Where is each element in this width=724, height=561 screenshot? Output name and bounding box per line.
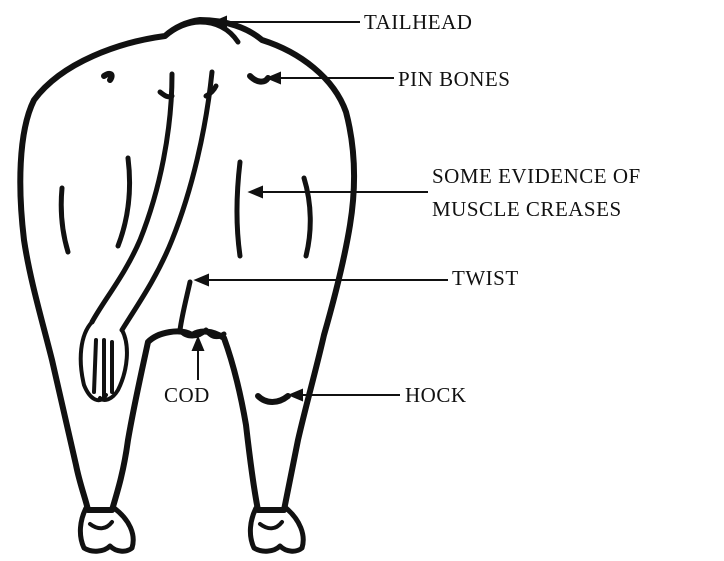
muscle-crease-right-inner [237,162,240,256]
label-pin-bones: PIN BONES [398,67,510,91]
left-dewclaw [90,522,112,528]
label-muscle-creases-line2: MUSCLE CREASES [432,197,622,221]
twist-arrowhead [196,275,208,285]
label-twist: TWIST [452,266,519,290]
tail-right-edge [122,72,212,330]
label-muscle-creases-line1: SOME EVIDENCE OF [432,164,641,188]
hock-arrowhead [290,390,302,400]
hock-mark [258,396,288,402]
right-dewclaw [260,522,282,528]
muscle-crease-right-outer [304,178,310,256]
right-hoof [250,508,303,551]
pin-bone-left [104,74,112,80]
muscle-crease-left-outer [61,188,68,252]
left-hoof [80,508,133,551]
label-cod: COD [164,383,210,407]
pin-bone-right [250,76,268,82]
muscle-crease-left-inner [118,158,130,246]
muscle-creases-arrowhead [250,187,262,197]
pin-bones-arrowhead [268,73,280,83]
tail-switch [81,322,127,400]
tail-left-edge [92,74,172,322]
label-hock: HOCK [405,383,467,407]
cod-arrowhead [193,338,203,350]
body-outline [20,20,354,510]
twist-line [180,282,190,330]
label-tailhead: TAILHEAD [364,10,472,34]
